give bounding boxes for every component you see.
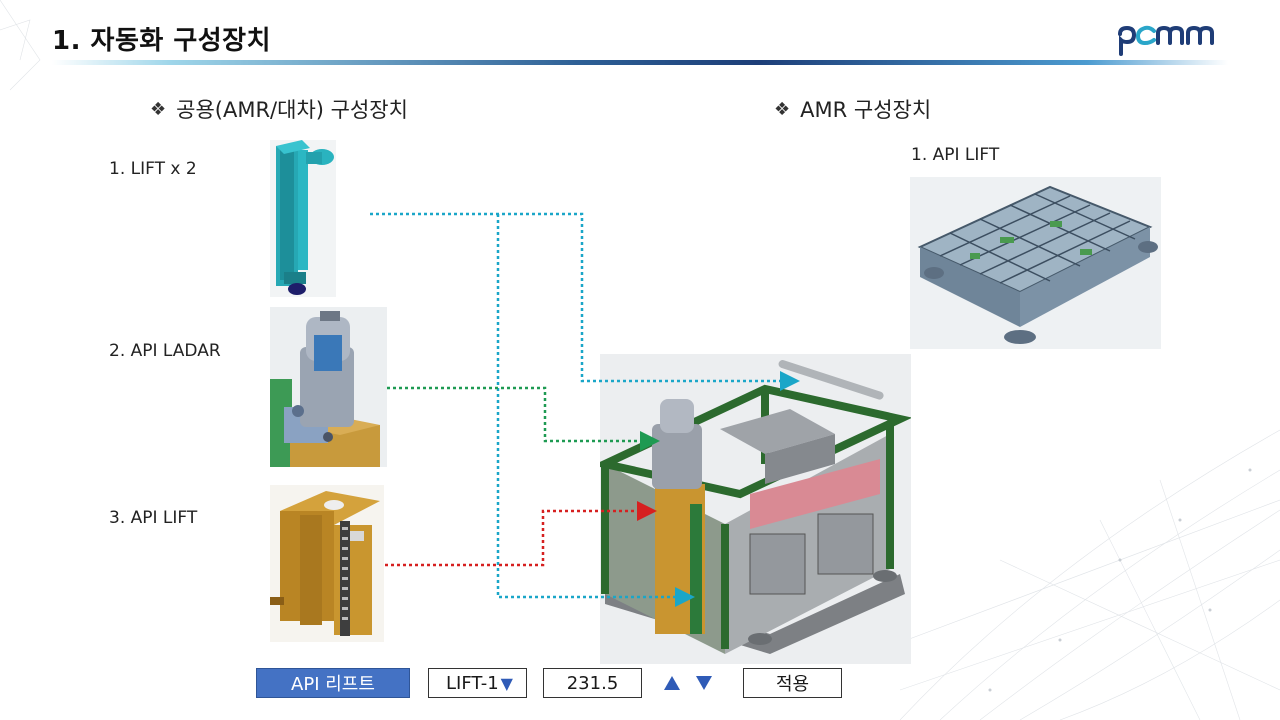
page-title: 1. 자동화 구성장치 xyxy=(52,26,272,56)
diamond-bullet-icon: ❖ xyxy=(150,98,167,120)
api-lift-mode-button[interactable]: API 리프트 xyxy=(256,668,410,698)
amr-devices-heading-text: AMR 구성장치 xyxy=(800,98,932,122)
title-underline xyxy=(52,60,1228,65)
triangle-down-icon xyxy=(696,676,712,690)
amr-devices-heading: ❖ AMR 구성장치 xyxy=(774,94,931,124)
amr-assembly-image xyxy=(600,354,911,664)
increase-button[interactable] xyxy=(662,672,682,694)
lift-select[interactable]: LIFT-1 ▼ xyxy=(428,668,527,698)
apply-button[interactable]: 적용 xyxy=(743,668,842,698)
lift-column-image xyxy=(270,140,336,297)
lift-select-value: LIFT-1 xyxy=(446,672,499,694)
api-lift-image xyxy=(270,485,384,642)
item-label-amr-api-lift: 1. API LIFT xyxy=(911,145,1000,165)
lift-height-input[interactable]: 231.5 xyxy=(543,668,642,698)
item-label-lift: 1. LIFT x 2 xyxy=(109,159,197,179)
shared-devices-heading: ❖ 공용(AMR/대차) 구성장치 xyxy=(150,94,408,124)
amr-chassis-image xyxy=(910,177,1161,349)
diamond-bullet-icon: ❖ xyxy=(774,98,791,120)
item-label-api-lift: 3. API LIFT xyxy=(109,508,198,528)
item-label-api-ladar: 2. API LADAR xyxy=(109,341,221,361)
pcmm-logo xyxy=(1118,25,1214,56)
api-ladar-image xyxy=(270,307,387,467)
decrease-button[interactable] xyxy=(694,672,714,694)
triangle-up-icon xyxy=(664,676,680,690)
dropdown-arrow-icon: ▼ xyxy=(500,673,513,693)
shared-devices-heading-text: 공용(AMR/대차) 구성장치 xyxy=(176,98,408,122)
